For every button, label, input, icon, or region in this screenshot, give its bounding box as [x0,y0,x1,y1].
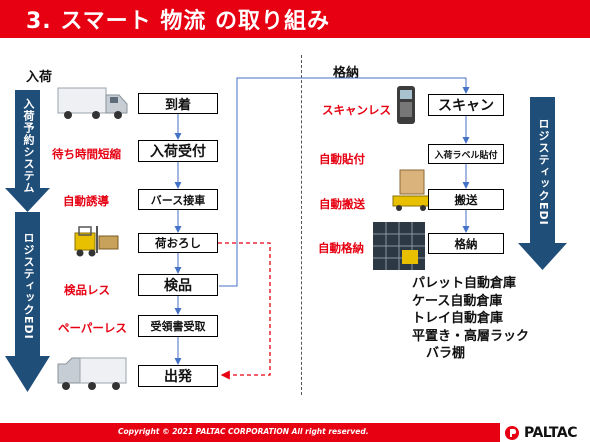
label-auto-storage: 自動格納 [318,241,364,255]
step-arrival: 到着 [138,93,218,114]
step-scan: スキャン [428,94,504,116]
brand-logo: PALTAC [500,423,590,442]
step-unloading: 荷おろし [138,233,218,253]
storage-type-item: トレイ自動倉庫 [412,311,504,326]
step-departure: 出発 [138,365,218,387]
edi-arrow-left [5,212,50,392]
step-inspection: 検品 [138,274,218,296]
storage-type-list: パレット自動倉庫 ケース自動倉庫 トレイ自動倉庫 平置き・高層ラック バラ棚 [412,275,529,363]
truck-icon-departure [57,357,127,390]
step-label-attach: 入荷ラベル貼付 [428,144,504,164]
edi-arrow-left-label: ロジスティックEDI [22,232,35,340]
section-title-inbound: 入荷 [26,70,53,85]
forklift-icon [74,226,119,257]
step-receipt-collection: 受領書受取 [138,315,218,337]
label-inspection-less: 検品レス [64,283,110,297]
footer-bar [0,423,590,442]
storage-type-item: 平置き・高層ラック [412,328,530,344]
copyright-text: Copyright © 2021 PALTAC CORPORATION All … [118,427,369,436]
inbound-reservation-arrow-label: 入荷予約システム [22,98,35,194]
step-storage: 格納 [428,233,504,254]
title-bar [0,0,590,38]
page-title: 3. スマート 物流 の取り組み [26,9,330,34]
truck-icon-arrival [57,87,128,119]
label-wait-time-reduction: 待ち時間短縮 [52,147,121,161]
edi-arrow-right-label: ロジスティックEDI [537,118,550,226]
step-inbound-reception: 入荷受付 [138,140,218,162]
storage-type-item: ケース自動倉庫 [412,293,503,309]
divider [301,55,302,395]
section-title-storage: 格納 [333,66,360,81]
label-auto-guidance: 自動誘導 [63,194,109,208]
storage-type-item: バラ棚 [426,346,466,361]
storage-type-item: パレット自動倉庫 [412,276,517,291]
agv-icon [392,169,430,211]
label-auto-transport: 自動搬送 [319,197,365,211]
inbound-reservation-arrow [5,90,50,212]
scanner-icon [397,86,415,124]
edi-arrow-right [518,97,567,270]
label-scanless: スキャンレス [322,103,391,117]
brand-name: PALTAC [524,424,578,441]
automated-warehouse-icon [373,222,425,270]
step-transport: 搬送 [428,189,504,210]
label-auto-attach: 自動貼付 [319,152,365,166]
step-berth-docking: バース接車 [138,189,218,210]
label-paperless: ペーパーレス [58,321,127,335]
brand-mark-icon [505,425,519,440]
